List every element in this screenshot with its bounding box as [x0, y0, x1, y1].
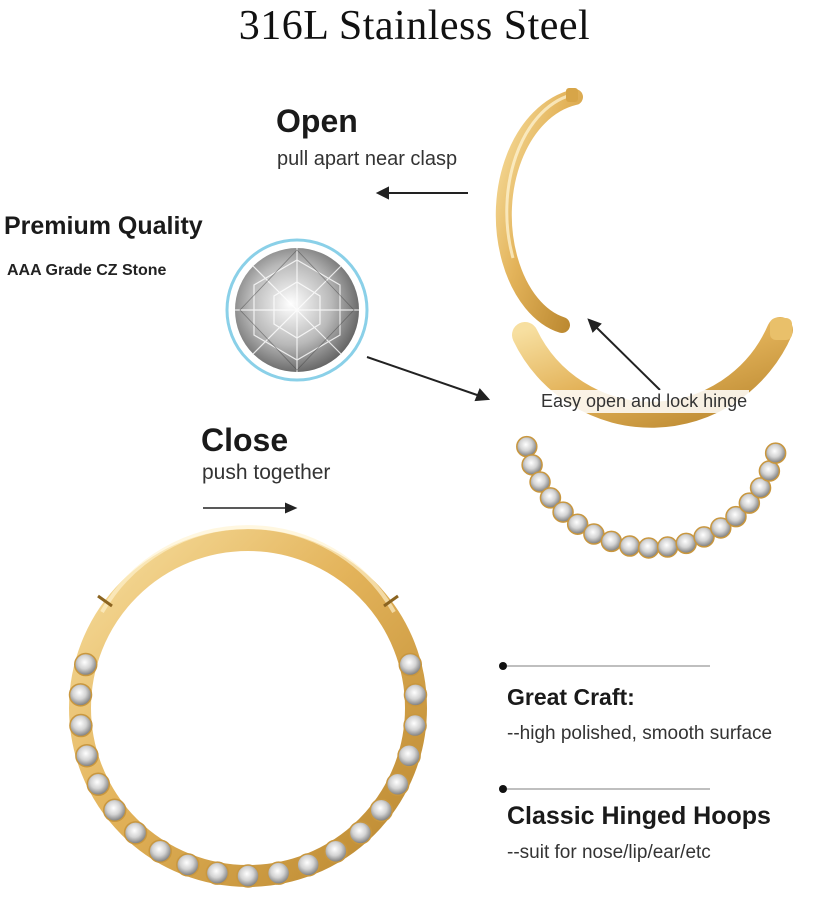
cz-gem — [693, 526, 715, 548]
cz-gem — [69, 713, 93, 738]
cz-gem — [385, 772, 410, 797]
closed-hoop-ring — [68, 525, 428, 888]
cz-gem — [600, 530, 623, 553]
cz-gem — [619, 535, 641, 557]
cz-gem — [86, 772, 111, 797]
cz-gem — [710, 517, 732, 539]
cz-gem — [398, 652, 423, 677]
cz-gem — [397, 743, 421, 768]
cz-gem — [324, 839, 348, 863]
great-craft-subtext: --high polished, smooth surface — [507, 723, 773, 744]
cz-gem — [539, 487, 562, 509]
cz-gem — [566, 513, 589, 535]
open-heading: Open — [276, 103, 358, 139]
cz-gem — [516, 435, 538, 458]
cz-gem — [266, 861, 291, 885]
cz-gem — [758, 460, 781, 482]
cz-gem — [403, 683, 428, 707]
cz-gem — [348, 821, 373, 845]
cz-gem — [68, 683, 93, 707]
cz-gem — [123, 821, 148, 845]
open-subtext: pull apart near clasp — [277, 148, 458, 170]
hinge-label: Easy open and lock hinge — [539, 390, 750, 413]
cz-gem — [176, 853, 200, 877]
cz-gem — [529, 471, 551, 493]
cz-gem — [75, 743, 99, 768]
cz-stone-closeup — [225, 238, 369, 382]
premium-quality-heading: Premium Quality — [4, 212, 203, 240]
close-heading: Close — [201, 422, 289, 458]
cz-gem — [738, 492, 761, 514]
great-craft-heading: Great Craft: — [507, 684, 635, 710]
open-hoop-ring — [495, 88, 793, 559]
cz-gem — [675, 532, 697, 555]
cz-gem — [764, 442, 787, 464]
cz-gem — [296, 853, 320, 877]
cz-gem — [749, 477, 772, 499]
cz-gem — [236, 864, 260, 888]
cz-gem — [552, 501, 574, 523]
cz-gem — [403, 713, 427, 738]
classic-hoops-heading: Classic Hinged Hoops — [507, 802, 771, 830]
premium-quality-subtext: AAA Grade CZ Stone — [7, 262, 167, 279]
cz-gem — [205, 861, 230, 885]
bullet-dividers — [499, 662, 710, 793]
classic-hoops-subtext: --suit for nose/lip/ear/etc — [507, 842, 711, 863]
cz-gem — [656, 536, 679, 558]
cz-gem — [148, 839, 172, 863]
arrows — [203, 186, 661, 514]
page-title: 316L Stainless Steel — [238, 3, 591, 49]
cz-gem — [725, 505, 747, 528]
cz-gem — [369, 798, 394, 823]
cz-gem — [73, 652, 98, 677]
close-subtext: push together — [202, 461, 331, 484]
cz-gem — [637, 537, 660, 559]
cz-gem — [102, 798, 127, 823]
